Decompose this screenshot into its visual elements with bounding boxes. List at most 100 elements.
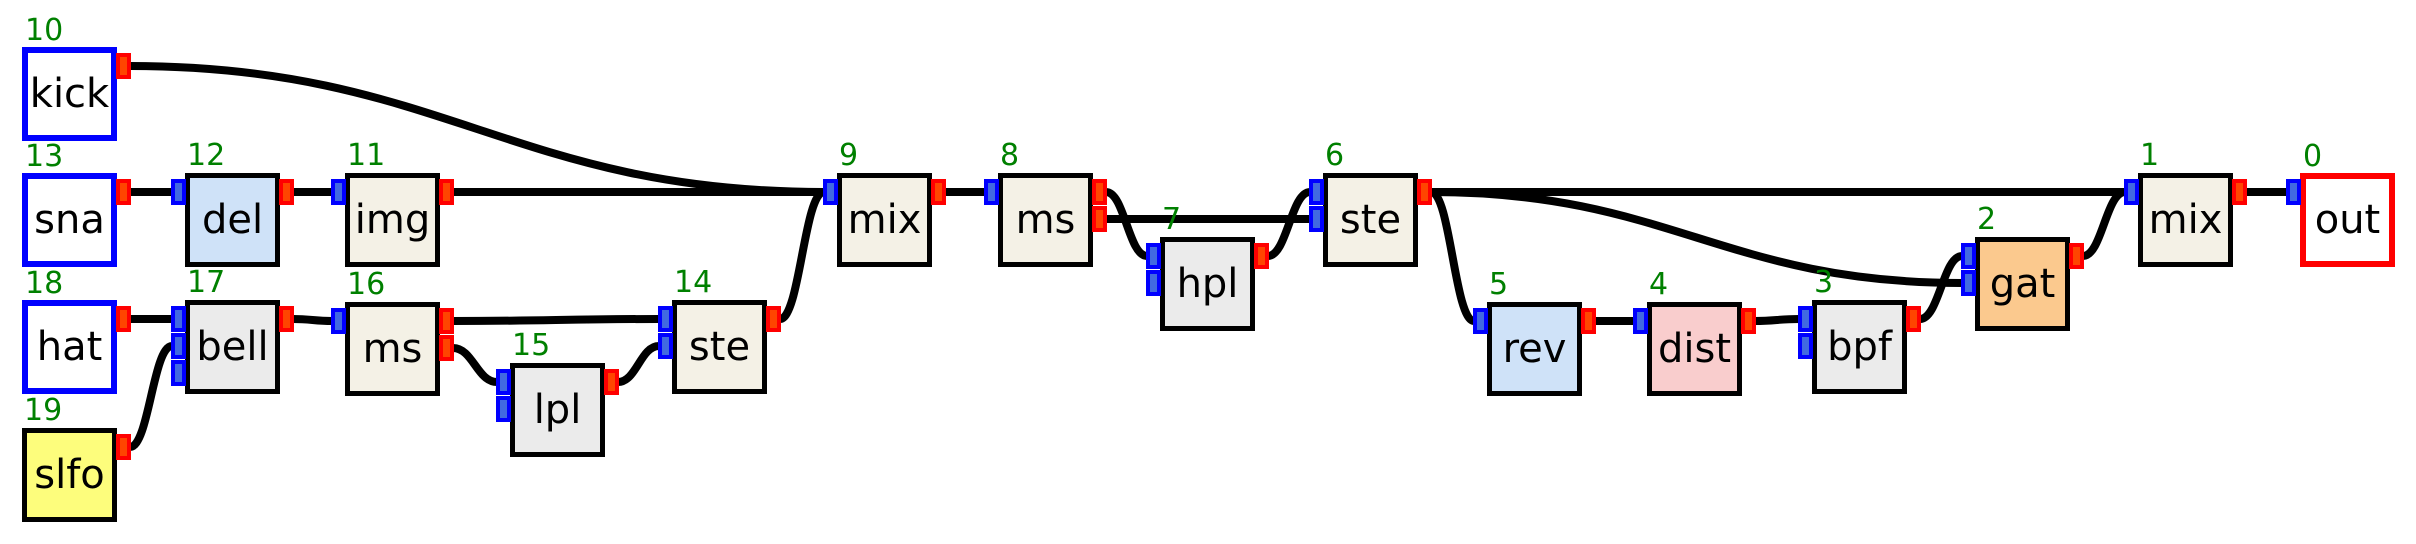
node-gat-label: gat xyxy=(1989,261,2056,307)
out-0-input-port-1[interactable] xyxy=(2286,179,2301,205)
mix-9-output-port-1[interactable] xyxy=(931,179,946,205)
node-bpf-id-number: 3 xyxy=(1814,265,1834,300)
node-bell-id-number: 17 xyxy=(187,265,226,300)
ms-8-output-port-2[interactable] xyxy=(1092,206,1107,232)
rev-5-input-port-1[interactable] xyxy=(1473,308,1488,334)
node-out-id-number: 0 xyxy=(2303,139,2323,174)
dist-4-output-port-1[interactable] xyxy=(1741,308,1756,334)
edge-ste6-to-rev5 xyxy=(1429,188,1476,325)
edge-slfo19-to-bell17 xyxy=(128,342,174,451)
mix-9-input-port-1[interactable] xyxy=(823,179,838,205)
edge-ms8-to-hpl7 xyxy=(1104,188,1149,260)
node-ms-id-number: 8 xyxy=(1000,138,1020,173)
gat-2-input-port-2[interactable] xyxy=(1961,270,1976,296)
bell-17-input-port-3[interactable] xyxy=(171,360,186,386)
node-kick-id-number: 10 xyxy=(25,13,64,48)
bpf-3-input-port-1[interactable] xyxy=(1798,306,1813,332)
node-hat-label: hat xyxy=(36,324,103,370)
node-lpl-label: lpl xyxy=(533,387,582,433)
ms-16-output-port-2[interactable] xyxy=(439,335,454,361)
edge-ste14-to-mix9 xyxy=(778,188,826,323)
ste-14-output-port-1[interactable] xyxy=(766,306,781,332)
kick-10-output-port-1[interactable] xyxy=(116,53,131,79)
mix-1-input-port-1[interactable] xyxy=(2124,179,2139,205)
hat-18-output-port-1[interactable] xyxy=(116,306,131,332)
del-12-input-port-1[interactable] xyxy=(171,179,186,205)
mix-1-output-port-1[interactable] xyxy=(2232,179,2247,205)
node-bell-label: bell xyxy=(196,324,269,370)
bell-17-input-port-2[interactable] xyxy=(171,333,186,359)
node-hpl-7[interactable]: 7 hpl xyxy=(1160,205,1255,331)
rev-5-output-port-1[interactable] xyxy=(1581,308,1596,334)
ste-6-input-port-2[interactable] xyxy=(1309,206,1324,232)
node-out-0[interactable]: 0 out xyxy=(2300,142,2395,267)
ste-14-input-port-1[interactable] xyxy=(658,306,673,332)
bpf-3-input-port-2[interactable] xyxy=(1798,333,1813,359)
node-sna-label: sna xyxy=(34,197,105,243)
node-ms-label: ms xyxy=(1015,197,1076,243)
node-mix-id-number: 9 xyxy=(839,138,859,173)
node-mix-label: mix xyxy=(847,197,922,243)
node-slfo-19[interactable]: 19 slfo xyxy=(22,396,117,522)
bpf-3-output-port-1[interactable] xyxy=(1906,306,1921,332)
node-ste-id-number: 14 xyxy=(674,265,713,300)
lpl-15-output-port-1[interactable] xyxy=(604,369,619,395)
lpl-15-input-port-2[interactable] xyxy=(496,396,511,422)
ms-16-input-port-1[interactable] xyxy=(331,308,346,334)
node-mix-9[interactable]: 9 mix xyxy=(837,141,932,267)
sna-13-output-port-1[interactable] xyxy=(116,179,131,205)
img-11-input-port-1[interactable] xyxy=(331,179,346,205)
node-hpl-id-number: 7 xyxy=(1162,202,1182,237)
ste-14-input-port-2[interactable] xyxy=(658,333,673,359)
edge-lpl15-to-ste14 xyxy=(617,342,660,386)
node-rev-id-number: 5 xyxy=(1489,267,1509,302)
del-12-output-port-1[interactable] xyxy=(279,179,294,205)
node-hat-18[interactable]: 18 hat xyxy=(22,269,117,394)
gat-2-input-port-1[interactable] xyxy=(1961,243,1976,269)
ste-6-output-port-1[interactable] xyxy=(1417,179,1432,205)
ms-8-output-port-1[interactable] xyxy=(1092,179,1107,205)
node-del-label: del xyxy=(201,197,264,243)
hpl-7-input-port-1[interactable] xyxy=(1146,243,1161,269)
slfo-19-output-port-1[interactable] xyxy=(116,434,131,460)
ms-8-input-port-1[interactable] xyxy=(984,179,999,205)
img-11-output-port-1[interactable] xyxy=(439,179,454,205)
node-ms-id-number: 16 xyxy=(347,267,386,302)
bell-17-output-port-1[interactable] xyxy=(279,306,294,332)
gat-2-output-port-1[interactable] xyxy=(2069,243,2084,269)
node-ms-8[interactable]: 8 ms xyxy=(998,141,1093,267)
node-hat-id-number: 18 xyxy=(25,266,64,301)
node-bell-17[interactable]: 17 bell xyxy=(185,268,280,394)
node-hpl-label: hpl xyxy=(1176,261,1239,307)
edge-gat2-to-mix1 xyxy=(2081,188,2127,260)
lpl-15-input-port-1[interactable] xyxy=(496,369,511,395)
ms-16-output-port-1[interactable] xyxy=(439,308,454,334)
ste-6-input-port-1[interactable] xyxy=(1309,179,1324,205)
edge-ste6-to-gat2 xyxy=(1430,188,1963,287)
dist-4-input-port-1[interactable] xyxy=(1633,308,1648,334)
hpl-7-output-port-1[interactable] xyxy=(1254,243,1269,269)
edge-bell17-to-ms16 xyxy=(292,315,333,325)
node-mix-id-number: 1 xyxy=(2140,138,2160,173)
hpl-7-input-port-2[interactable] xyxy=(1146,270,1161,296)
bell-17-input-port-1[interactable] xyxy=(171,306,186,332)
node-slfo-label: slfo xyxy=(34,452,105,498)
node-slfo-id-number: 19 xyxy=(24,393,63,428)
node-out-label: out xyxy=(2314,197,2381,243)
edge-ms16-to-lpl15 xyxy=(452,344,498,386)
